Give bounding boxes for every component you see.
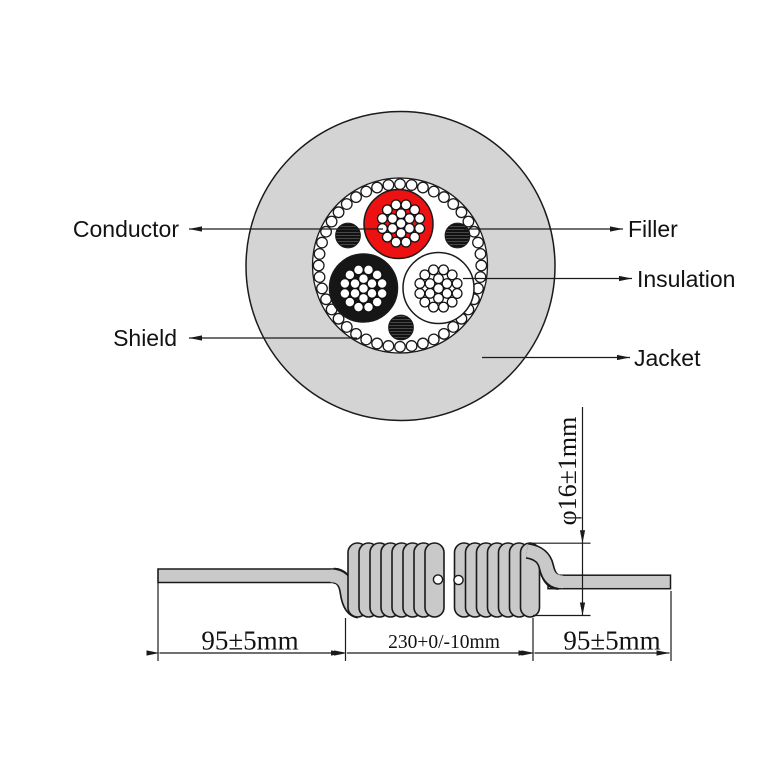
cable-tip-left bbox=[432, 574, 444, 585]
jacket-label: Jacket bbox=[634, 345, 701, 371]
cable-tip-right bbox=[453, 574, 464, 586]
filler-right bbox=[444, 222, 471, 249]
dim-text-middle: 230+0/-10mm bbox=[388, 632, 500, 653]
filler-label: Filler bbox=[628, 216, 678, 242]
cable-right-bend bbox=[525, 544, 564, 589]
filler-bottom bbox=[388, 314, 414, 341]
filler-left bbox=[335, 222, 361, 249]
black-core-strands bbox=[339, 264, 388, 313]
dim-text-right: 95±5mm bbox=[563, 626, 660, 656]
insulation-label: Insulation bbox=[637, 266, 735, 292]
coil-loops-left bbox=[347, 542, 445, 618]
dim-text-diameter: φ16±1mm bbox=[553, 417, 582, 526]
shield-label: Shield bbox=[113, 325, 177, 351]
conductor-label: Conductor bbox=[73, 216, 179, 242]
dim-text-left: 95±5mm bbox=[201, 626, 298, 656]
side-view: 95±5mm 230+0/-10mm 95±5mm φ16±1mm bbox=[146, 407, 672, 661]
cross-section: Conductor Filler Insulation Shield Jacke… bbox=[73, 110, 735, 422]
conductor-strands bbox=[376, 199, 426, 248]
cable-left-segment bbox=[157, 568, 339, 584]
cable-right-segment bbox=[547, 574, 672, 590]
white-core-strands bbox=[414, 264, 463, 313]
